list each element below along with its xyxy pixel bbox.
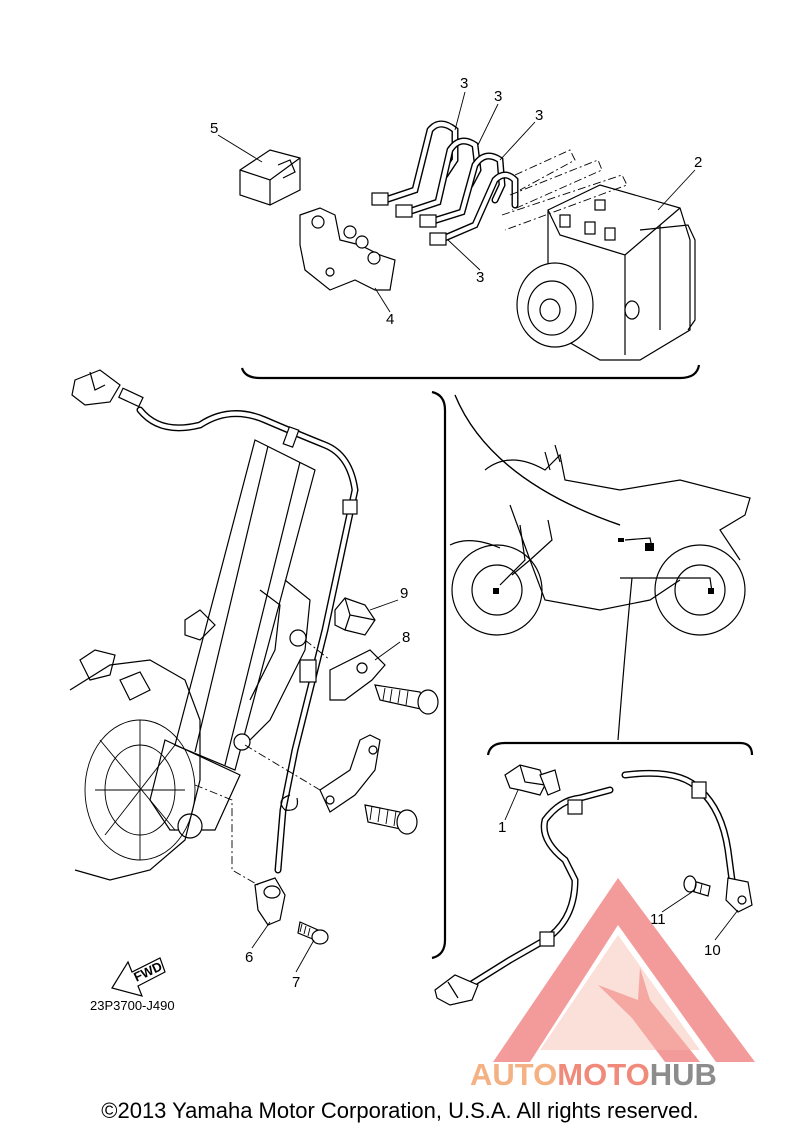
stay-bracket <box>329 649 439 715</box>
guide-line <box>244 744 321 791</box>
callout-9: 9 <box>400 585 408 602</box>
guide-line <box>194 784 259 886</box>
abs-hydraulic-unit <box>516 184 696 361</box>
callout-6: 6 <box>245 949 253 966</box>
section-frame-divider <box>431 390 447 960</box>
callout-3c: 3 <box>535 107 543 124</box>
callout-8: 8 <box>402 629 410 646</box>
watermark-logo <box>493 878 755 1062</box>
watermark-part-hub: HUB <box>649 1057 717 1092</box>
section-frame-rear <box>486 741 754 756</box>
watermark-text: AUTOMOTOHUB <box>470 1057 717 1093</box>
sensor-clamp <box>334 597 376 636</box>
callout-3d: 3 <box>476 269 484 286</box>
sensor-bolt-rear <box>683 875 711 897</box>
callout-10: 10 <box>704 942 721 959</box>
rear-sensor-lead <box>434 769 736 1006</box>
caliper-bracket <box>319 734 418 835</box>
callout-11: 11 <box>650 911 666 928</box>
section-frame-top <box>240 364 701 380</box>
fwd-arrow: FWD <box>111 957 166 997</box>
motorcycle-locator <box>449 394 751 741</box>
callout-3b: 3 <box>494 88 502 105</box>
callout-4: 4 <box>386 311 394 328</box>
watermark-part-auto: AUTO <box>470 1057 558 1092</box>
brake-pipes <box>371 120 628 246</box>
callout-7: 7 <box>292 974 300 991</box>
wheel-sensor-rear <box>725 877 753 913</box>
callout-leaders <box>217 91 739 973</box>
front-wheel-hub <box>69 649 201 881</box>
callout-5: 5 <box>210 120 218 137</box>
sensor-lead <box>71 369 359 874</box>
pipe-bracket <box>299 207 396 291</box>
rubber-damper <box>239 149 301 206</box>
wheel-sensor-front <box>254 877 286 926</box>
callout-3a: 3 <box>460 75 468 92</box>
guide-line <box>304 639 331 661</box>
callout-2: 2 <box>694 154 702 171</box>
callout-labels: 3 3 3 3 2 4 5 9 8 6 7 1 11 10 <box>210 75 721 991</box>
diagram-code: 23P3700-J490 <box>90 998 175 1013</box>
callout-1: 1 <box>498 819 506 836</box>
rear-clamp <box>504 764 561 796</box>
sensor-bolt-front <box>297 921 329 945</box>
watermark-part-moto: MOTO <box>557 1057 650 1092</box>
copyright-notice: ©2013 Yamaha Motor Corporation, U.S.A. A… <box>101 1098 699 1123</box>
